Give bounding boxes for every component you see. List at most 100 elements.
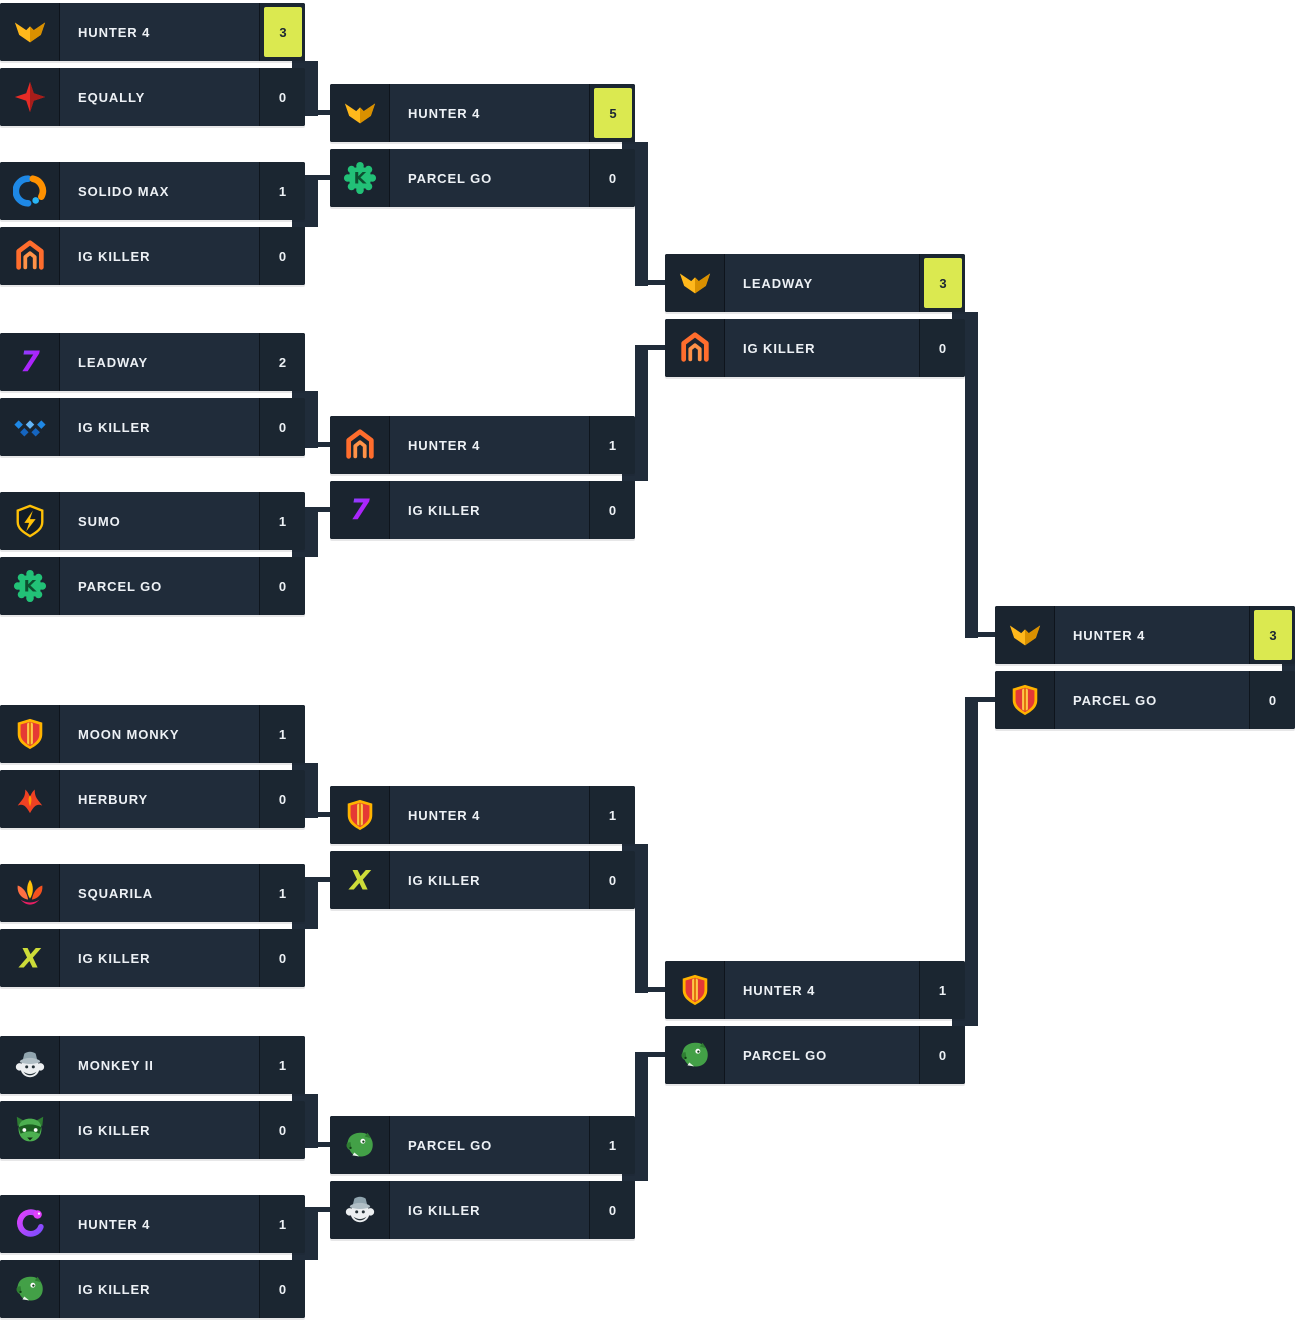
team-score-cell: 1 <box>589 1116 635 1174</box>
team-row[interactable]: SQUARILA 1 <box>0 864 305 922</box>
team-name: HUNTER 4 <box>408 807 481 823</box>
team-row[interactable]: SOLIDO MAX 1 <box>0 162 305 220</box>
svg-text:X: X <box>347 865 371 896</box>
match-r2-4: PARCEL GO 1 IG KILLER 0 <box>330 1116 635 1239</box>
red-shield-icon <box>343 798 377 832</box>
gold-fox-icon <box>343 96 377 130</box>
team-score: 1 <box>278 513 287 529</box>
sumo-badge-icon <box>13 504 47 538</box>
match-pair-connector <box>292 58 305 71</box>
team-score: 1 <box>608 1137 617 1153</box>
team-row[interactable]: HUNTER 4 3 <box>0 3 305 61</box>
team-row[interactable]: K PARCEL GO 0 <box>330 149 635 207</box>
team-score: 1 <box>278 183 287 199</box>
team-score-cell: 1 <box>259 1036 305 1094</box>
team-name: LEADWAY <box>743 275 814 291</box>
match-final: HUNTER 4 3 PARCEL GO 0 <box>995 606 1295 729</box>
team-row[interactable]: HUNTER 4 5 <box>330 84 635 142</box>
team-row[interactable]: X IG KILLER 0 <box>330 851 635 909</box>
team-logo-tile: 7 <box>330 481 390 539</box>
match-r2-3: HUNTER 4 1 X IG KILLER 0 <box>330 786 635 909</box>
team-name: LEADWAY <box>78 354 149 370</box>
blue-dots-icon <box>13 410 47 444</box>
team-row[interactable]: HUNTER 4 1 <box>0 1195 305 1253</box>
team-name: PARCEL GO <box>743 1047 828 1063</box>
team-row[interactable]: PARCEL GO 0 <box>995 671 1295 729</box>
team-row[interactable]: X IG KILLER 0 <box>0 929 305 987</box>
connector <box>648 345 665 350</box>
team-score: 5 <box>594 88 632 138</box>
team-row[interactable]: HUNTER 4 3 <box>995 606 1295 664</box>
team-row[interactable]: IG KILLER 0 <box>0 227 305 285</box>
team-logo-tile <box>0 864 60 922</box>
match-r1-8: HUNTER 4 1 IG KILLER 0 <box>0 1195 305 1318</box>
match-pair-connector <box>292 919 305 932</box>
team-logo-tile <box>0 68 60 126</box>
team-score: 1 <box>608 807 617 823</box>
match-r1-2: SOLIDO MAX 1 IG KILLER 0 <box>0 162 305 285</box>
team-name: PARCEL GO <box>408 1137 493 1153</box>
team-score-cell: 5 <box>589 84 635 142</box>
team-name: HUNTER 4 <box>78 24 151 40</box>
team-row[interactable]: MOON MONKY 1 <box>0 705 305 763</box>
connector <box>978 697 995 702</box>
team-row[interactable]: IG KILLER 0 <box>665 319 965 377</box>
team-score: 0 <box>608 170 617 186</box>
svg-text:7: 7 <box>20 345 40 378</box>
green-k-icon: K <box>13 569 47 603</box>
team-score-cell: 0 <box>259 929 305 987</box>
team-row[interactable]: HUNTER 4 1 <box>665 961 965 1019</box>
team-score-cell: 1 <box>259 864 305 922</box>
match-r1-5: MOON MONKY 1 HERBURY 0 <box>0 705 305 828</box>
team-row[interactable]: SUMO 1 <box>0 492 305 550</box>
team-row[interactable]: PARCEL GO 0 <box>665 1026 965 1084</box>
team-row[interactable]: IG KILLER 0 <box>0 1101 305 1159</box>
team-name: HUNTER 4 <box>1073 627 1146 643</box>
team-score: 0 <box>278 791 287 807</box>
connector <box>648 1052 665 1057</box>
team-row[interactable]: K PARCEL GO 0 <box>0 557 305 615</box>
team-logo-tile <box>0 1036 60 1094</box>
team-row[interactable]: IG KILLER 0 <box>0 398 305 456</box>
match-pair-connector <box>1282 661 1295 674</box>
team-name: HERBURY <box>78 791 149 807</box>
team-name: IG KILLER <box>408 502 481 518</box>
team-row[interactable]: EQUALLY 0 <box>0 68 305 126</box>
team-score-cell: 0 <box>259 68 305 126</box>
team-row[interactable]: 7 LEADWAY 2 <box>0 333 305 391</box>
team-row[interactable]: HERBURY 0 <box>0 770 305 828</box>
team-row[interactable]: HUNTER 4 1 <box>330 416 635 474</box>
svg-text:K: K <box>23 577 36 596</box>
team-row[interactable]: PARCEL GO 1 <box>330 1116 635 1174</box>
team-logo-tile: 7 <box>0 333 60 391</box>
team-logo-tile <box>995 606 1055 664</box>
team-score-cell: 3 <box>919 254 965 312</box>
team-name: HUNTER 4 <box>408 437 481 453</box>
team-row[interactable]: LEADWAY 3 <box>665 254 965 312</box>
team-score: 0 <box>938 340 947 356</box>
match-r3-2: HUNTER 4 1 PARCEL GO 0 <box>665 961 965 1084</box>
connector <box>965 312 978 638</box>
team-row[interactable]: MONKEY II 1 <box>0 1036 305 1094</box>
team-row[interactable]: HUNTER 4 1 <box>330 786 635 844</box>
svg-text:K: K <box>353 169 366 188</box>
team-score-cell: 1 <box>259 162 305 220</box>
connector <box>305 877 318 929</box>
team-logo-tile <box>665 961 725 1019</box>
team-row[interactable]: 7 IG KILLER 0 <box>330 481 635 539</box>
team-name: IG KILLER <box>78 248 151 264</box>
match-r1-3: 7 LEADWAY 2 IG KILLER 0 <box>0 333 305 456</box>
team-row[interactable]: IG KILLER 0 <box>330 1181 635 1239</box>
match-r1-7: MONKEY II 1 IG KILLER 0 <box>0 1036 305 1159</box>
connector <box>305 1094 318 1148</box>
connector <box>635 1052 648 1181</box>
team-name: SUMO <box>78 513 121 529</box>
team-row[interactable]: IG KILLER 0 <box>0 1260 305 1318</box>
phoenix-icon <box>13 782 47 816</box>
team-logo-tile <box>665 319 725 377</box>
team-name: HUNTER 4 <box>78 1216 151 1232</box>
team-name: IG KILLER <box>78 1122 151 1138</box>
team-score-cell: 0 <box>589 481 635 539</box>
team-name: MOON MONKY <box>78 726 180 742</box>
team-score-cell: 3 <box>259 3 305 61</box>
